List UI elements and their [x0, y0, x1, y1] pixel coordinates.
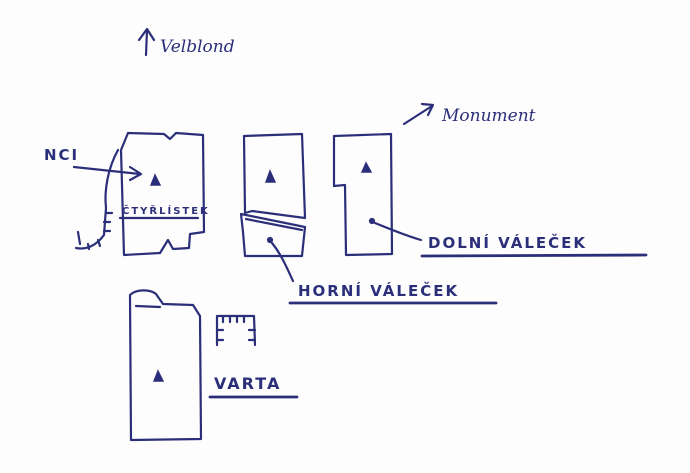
northeast-label: Monument — [441, 106, 536, 126]
north-arrow-icon — [144, 28, 149, 57]
pointer-dolni-valecek — [373, 221, 423, 242]
rock-varta-outline — [128, 289, 203, 442]
rock-dolni-valecek-outline — [332, 132, 394, 257]
rock-horni-valecek: HORNÍ VÁLEČEK — [239, 212, 498, 305]
north-arrowhead-icon — [137, 27, 156, 42]
nci-pointer: NCI — [44, 146, 143, 182]
varta-label-group: VARTA — [208, 374, 299, 399]
pointer-horni-valecek — [270, 241, 295, 283]
triangle-icon — [152, 369, 165, 382]
rock-horni-valecek-crack — [244, 217, 304, 232]
label-horni-valecek: HORNÍ VÁLEČEK — [298, 281, 459, 300]
arrow-icon — [72, 165, 142, 176]
nci-arrowhead-icon — [128, 165, 143, 182]
rock-varta-ledge — [134, 304, 162, 309]
label-ctyrlistek: ČTYŘLÍSTEK — [122, 204, 210, 217]
north-label: Velblond — [160, 37, 235, 57]
north-direction: Velblond — [137, 27, 235, 57]
rock-ctyrlistek: ČTYŘLÍSTEK — [74, 131, 210, 257]
rock-varta-small-hatching — [215, 314, 257, 342]
underline-dolni-valecek — [420, 253, 648, 258]
northeast-direction: Monument — [402, 102, 536, 126]
rock-middle-upper-outline — [242, 132, 307, 220]
triangle-icon — [265, 169, 277, 183]
rock-varta — [128, 289, 203, 442]
rock-ctyrlistek-side — [74, 148, 120, 250]
rock-varta-small — [215, 314, 257, 347]
point-dolni-valecek — [368, 217, 376, 225]
rock-ctyrlistek-hatching — [76, 211, 114, 251]
triangle-icon — [149, 173, 162, 186]
northeast-arrow-icon — [402, 104, 434, 126]
rock-middle-upper — [242, 132, 307, 220]
label-dolni-valecek: DOLNÍ VÁLEČEK — [428, 233, 587, 252]
label-varta: VARTA — [214, 374, 281, 393]
point-horni-valecek — [266, 236, 274, 244]
rock-ctyrlistek-outline — [119, 131, 206, 257]
rock-horni-valecek-outline — [239, 212, 307, 258]
label-nci: NCI — [44, 146, 79, 164]
triangle-icon — [360, 161, 373, 173]
northeast-arrowhead-icon — [420, 102, 435, 117]
rock-dolni-valecek: DOLNÍ VÁLEČEK — [332, 132, 648, 258]
